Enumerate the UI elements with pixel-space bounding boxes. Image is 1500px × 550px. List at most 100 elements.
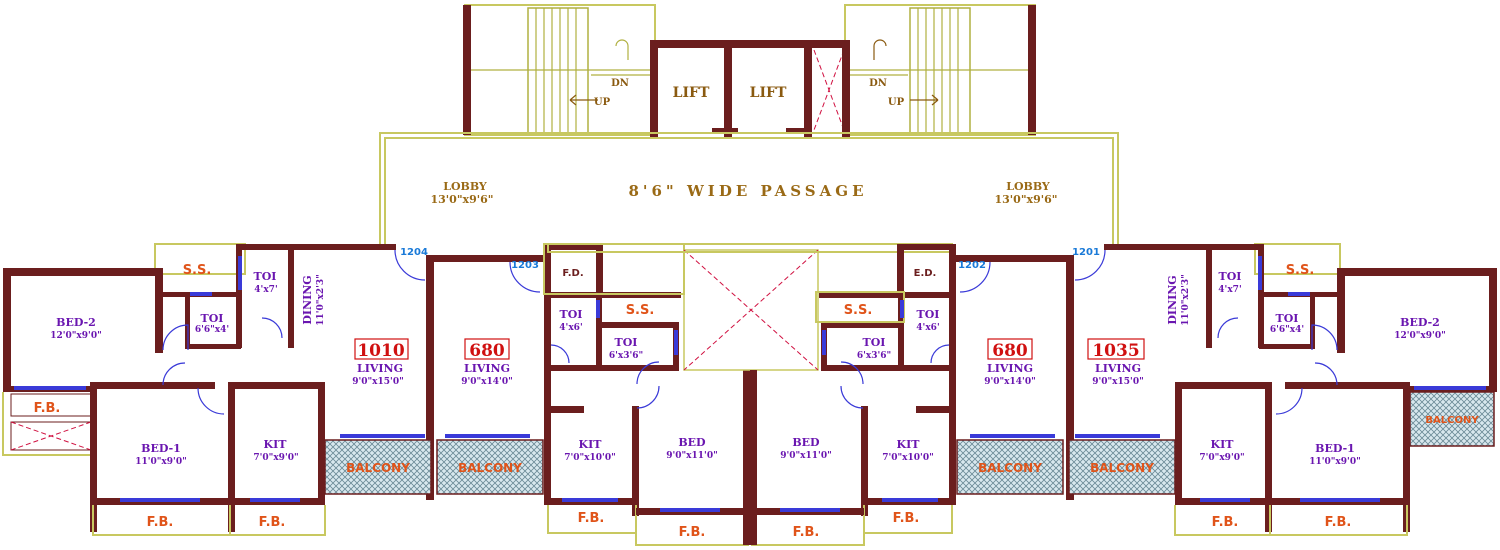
kit-1204: KIT bbox=[264, 438, 288, 451]
bed-1203: BED bbox=[678, 436, 706, 449]
kit-1202: KIT bbox=[897, 438, 921, 451]
dining-1204-dim: 11'0"x2'3" bbox=[316, 274, 326, 326]
fb-1203-b: F.B. bbox=[679, 525, 706, 540]
area-1204: 1010 bbox=[357, 341, 404, 361]
stair-left-up: UP bbox=[594, 97, 611, 108]
passage-area: LOBBY 13'0"x9'6" 8'6" WIDE PASSAGE LOBBY… bbox=[379, 132, 1119, 244]
bed2-1204: BED-2 bbox=[56, 316, 96, 329]
fb-1202-a: F.B. bbox=[893, 511, 920, 526]
bed1-1204-dim: 11'0"x9'0" bbox=[135, 457, 187, 467]
kit-1203: KIT bbox=[579, 438, 603, 451]
fb-1204-a: F.B. bbox=[34, 401, 61, 416]
lobby-right-dim: 13'0"x9'6" bbox=[994, 193, 1057, 206]
toi-1201-a-dim: 4'x7' bbox=[1218, 285, 1241, 295]
flat-1202: BALCONY 1202 E.D. S.S. TOI 4'x6' TOI 6'x… bbox=[750, 244, 1074, 546]
toi-1201-a: TOI bbox=[1219, 270, 1242, 283]
bed-1202: BED bbox=[792, 436, 820, 449]
balcony-1202-label: BALCONY bbox=[978, 461, 1042, 475]
balcony-1203 bbox=[436, 439, 544, 495]
dining-1204: DINING bbox=[301, 275, 314, 324]
dining-1201-dim: 11'0"x2'3" bbox=[1181, 274, 1191, 326]
lobby-right-label: LOBBY bbox=[1006, 180, 1050, 193]
living-1201: LIVING bbox=[1095, 362, 1141, 375]
toi-1202-a-dim: 4'x6' bbox=[916, 323, 939, 333]
stair-right-up: UP bbox=[888, 97, 905, 108]
balcony-1203-label: BALCONY bbox=[458, 461, 522, 475]
living-1203-dim: 9'0"x14'0" bbox=[461, 377, 513, 387]
lobby-left-dim: 13'0"x9'6" bbox=[430, 193, 493, 206]
balcony-1202 bbox=[956, 439, 1064, 495]
bed1-1204: BED-1 bbox=[141, 442, 181, 455]
toi-1201-b: TOI bbox=[1276, 312, 1299, 325]
toi-1203-a: TOI bbox=[560, 308, 583, 321]
bed-1203-dim: 9'0"x11'0" bbox=[666, 451, 718, 461]
fb-1203-a: F.B. bbox=[578, 511, 605, 526]
area-1201: 1035 bbox=[1092, 341, 1139, 361]
toi-1203-b: TOI bbox=[615, 336, 638, 349]
toi-1204-a-dim: 4'x7' bbox=[254, 285, 277, 295]
kit-1201-dim: 7'0"x9'0" bbox=[1199, 453, 1244, 463]
flat-number-1201: 1201 bbox=[1072, 247, 1100, 258]
lift-shaft-walls bbox=[650, 40, 850, 138]
kit-1202-dim: 7'0"x10'0" bbox=[882, 453, 934, 463]
ss-1202: S.S. bbox=[844, 303, 873, 318]
balcony-1204 bbox=[324, 439, 432, 495]
balcony-1201-side bbox=[1409, 391, 1495, 447]
living-1204: LIVING bbox=[357, 362, 403, 375]
lift-left-label: LIFT bbox=[673, 85, 710, 101]
living-1202: LIVING bbox=[987, 362, 1033, 375]
dining-1201: DINING bbox=[1166, 275, 1179, 324]
fb-1201-b: F.B. bbox=[1325, 515, 1352, 530]
kit-1203-dim: 7'0"x10'0" bbox=[564, 453, 616, 463]
toi-1204-b: TOI bbox=[201, 312, 224, 325]
living-1204-dim: 9'0"x15'0" bbox=[352, 377, 404, 387]
kit-1201: KIT bbox=[1211, 438, 1235, 451]
toi-1202-b-dim: 6'x3'6" bbox=[857, 351, 891, 361]
area-1203: 680 bbox=[469, 341, 505, 361]
area-box-1201 bbox=[1087, 338, 1145, 360]
stair-left-dn: DN bbox=[611, 78, 629, 89]
balcony-1201-label: BALCONY bbox=[1090, 461, 1154, 475]
lift-right-label: LIFT bbox=[750, 85, 787, 101]
ss-1203: S.S. bbox=[626, 303, 655, 318]
toi-1202-a: TOI bbox=[917, 308, 940, 321]
bed2-1201: BED-2 bbox=[1400, 316, 1440, 329]
bed2-1201-dim: 12'0"x9'0" bbox=[1394, 331, 1446, 341]
area-1202: 680 bbox=[992, 341, 1028, 361]
ed-1202: E.D. bbox=[914, 268, 937, 279]
living-1202-dim: 9'0"x14'0" bbox=[984, 377, 1036, 387]
toi-1203-b-dim: 6'x3'6" bbox=[609, 351, 643, 361]
flat-number-1202: 1202 bbox=[958, 260, 986, 271]
flat-1204: BALCONY S.S. TOI 4'x7' TOI 6'6"x4' BED-2… bbox=[2, 243, 434, 536]
area-box-1204 bbox=[354, 338, 409, 360]
toi-1204-a: TOI bbox=[254, 270, 277, 283]
bed1-1201: BED-1 bbox=[1315, 442, 1355, 455]
living-1203: LIVING bbox=[464, 362, 510, 375]
fd-1203: F.D. bbox=[562, 268, 583, 279]
toi-1203-a-dim: 4'x6' bbox=[559, 323, 582, 333]
ss-1201: S.S. bbox=[1286, 263, 1315, 278]
flat-number-1203: 1203 bbox=[511, 260, 539, 271]
toi-1201-b-dim: 6'6"x4' bbox=[1270, 325, 1304, 335]
flat-number-1204: 1204 bbox=[400, 247, 428, 258]
area-box-1203 bbox=[464, 338, 510, 360]
ss-1204: S.S. bbox=[183, 263, 212, 278]
fb-1202-b: F.B. bbox=[793, 525, 820, 540]
stair-left bbox=[471, 7, 650, 134]
area-box-1202 bbox=[987, 338, 1033, 360]
lobby-left-label: LOBBY bbox=[443, 180, 487, 193]
balcony-1201-side-label: BALCONY bbox=[1425, 415, 1479, 426]
bed-1202-dim: 9'0"x11'0" bbox=[780, 451, 832, 461]
fb-1204-b: F.B. bbox=[147, 515, 174, 530]
fb-1204-c: F.B. bbox=[259, 515, 286, 530]
stair-core: LIFT LIFT DN UP DN UP bbox=[463, 4, 1036, 138]
kit-1204-dim: 7'0"x9'0" bbox=[253, 453, 298, 463]
bed1-1201-dim: 11'0"x9'0" bbox=[1309, 457, 1361, 467]
bed2-1204-dim: 12'0"x9'0" bbox=[50, 331, 102, 341]
flat-1203: BALCONY 1203 F.D. S.S. TOI 4'x6' TOI 6'x… bbox=[434, 243, 750, 546]
fb-1201-a: F.B. bbox=[1212, 515, 1239, 530]
duct-cross-2 bbox=[813, 49, 845, 131]
toi-1202-b: TOI bbox=[863, 336, 886, 349]
living-1201-dim: 9'0"x15'0" bbox=[1092, 377, 1144, 387]
